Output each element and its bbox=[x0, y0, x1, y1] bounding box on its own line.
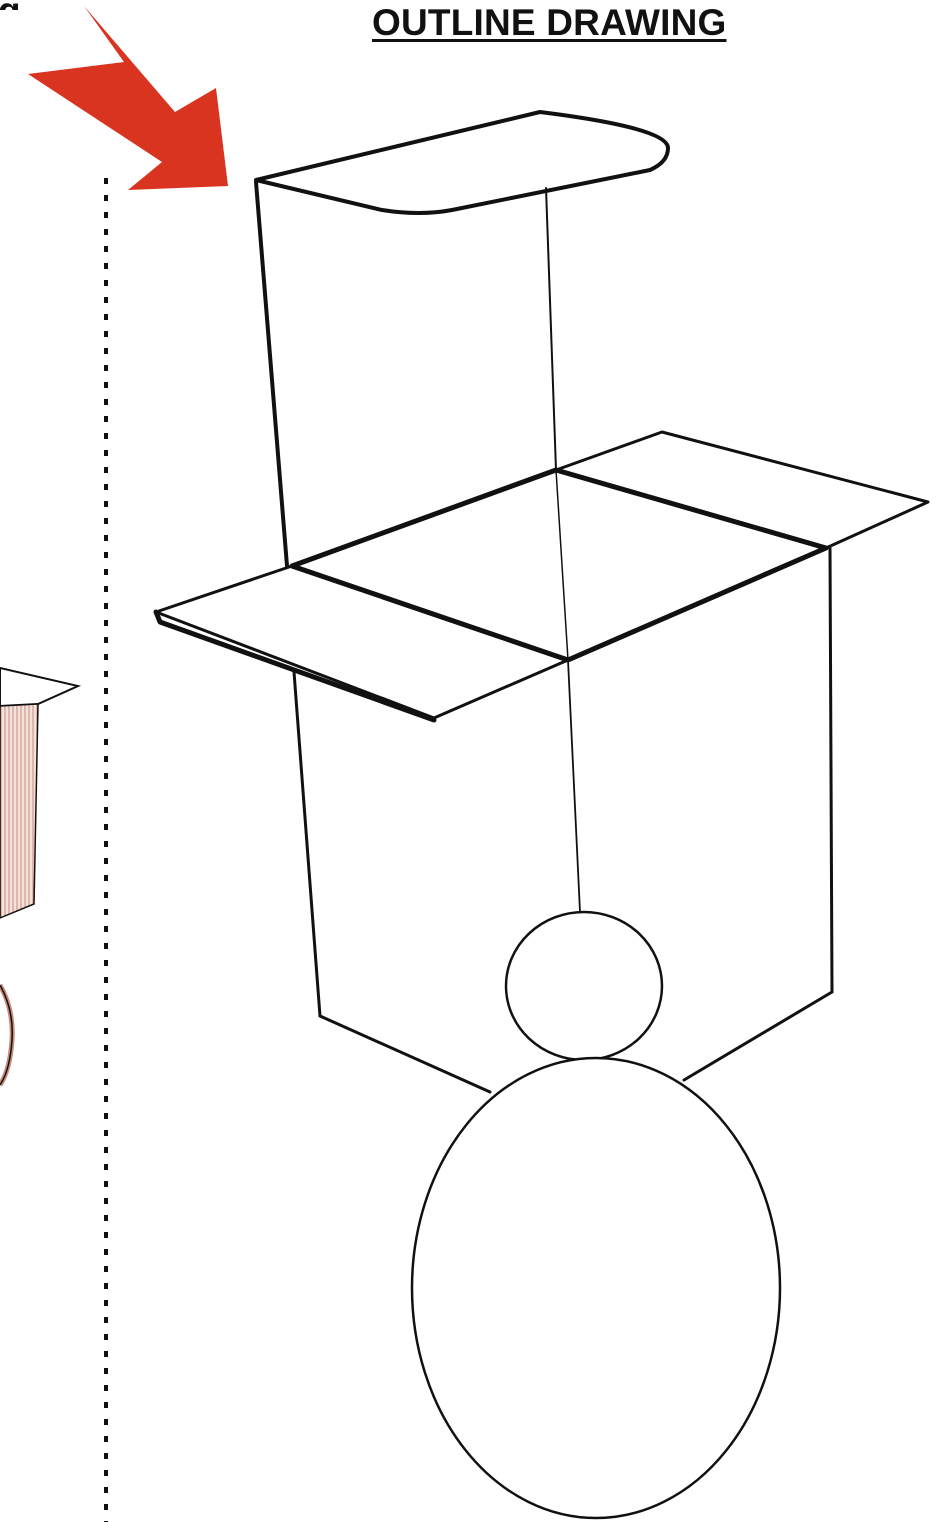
back-flap bbox=[254, 110, 670, 215]
partial-heading-fragment: g bbox=[0, 0, 18, 10]
box-center-edge bbox=[567, 659, 581, 913]
page-title: OUTLINE DRAWING bbox=[372, 2, 727, 43]
box-inner-corner bbox=[555, 469, 569, 661]
back-flap-right-edge bbox=[545, 187, 557, 471]
box-bottom-left bbox=[318, 1014, 492, 1094]
left-flap bbox=[154, 564, 570, 720]
right-flap bbox=[554, 430, 930, 550]
shaded-box-fragment bbox=[0, 666, 82, 1087]
small-ball bbox=[504, 910, 664, 1062]
back-flap-left-edge bbox=[254, 180, 289, 568]
box-bottom-right bbox=[682, 990, 834, 1082]
open-box-on-egg-outline bbox=[153, 110, 930, 1520]
box-opening bbox=[289, 467, 829, 663]
box-left-edge bbox=[292, 670, 322, 1018]
box-right-edge bbox=[828, 546, 834, 994]
egg-body bbox=[410, 1056, 782, 1520]
red-arrow-icon bbox=[28, 6, 228, 190]
